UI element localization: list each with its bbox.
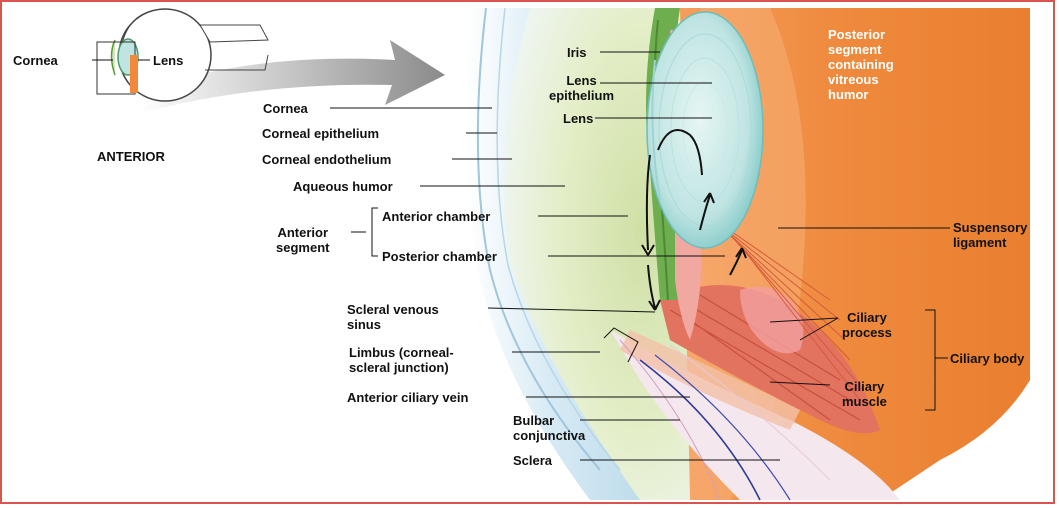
inset-label-anterior: ANTERIOR bbox=[97, 149, 165, 164]
label-aqueous-humor: Aqueous humor bbox=[293, 179, 393, 194]
label-sclera: Sclera bbox=[513, 453, 552, 468]
label-lens: Lens bbox=[563, 111, 593, 126]
label-anterior-ciliary-vein: Anterior ciliary vein bbox=[347, 390, 468, 405]
inset-label-lens: Lens bbox=[153, 53, 183, 68]
label-suspensory-ligament: Suspensory ligament bbox=[953, 220, 1027, 250]
label-cornea: Cornea bbox=[263, 101, 308, 116]
label-posterior-segment: Posterior segment containing vitreous hu… bbox=[828, 27, 894, 102]
label-anterior-chamber: Anterior chamber bbox=[382, 209, 490, 224]
label-iris: Iris bbox=[567, 45, 587, 60]
label-lens-epithelium: Lens epithelium bbox=[549, 73, 614, 103]
label-ciliary-muscle: Ciliary muscle bbox=[842, 379, 887, 409]
label-ciliary-process: Ciliary process bbox=[842, 310, 892, 340]
inset-label-cornea: Cornea bbox=[13, 53, 58, 68]
label-posterior-chamber: Posterior chamber bbox=[382, 249, 497, 264]
label-corneal-endothelium: Corneal endothelium bbox=[262, 152, 391, 167]
label-ciliary-body: Ciliary body bbox=[950, 351, 1024, 366]
label-anterior-segment: Anterior segment bbox=[276, 225, 329, 255]
label-limbus: Limbus (corneal- scleral junction) bbox=[349, 345, 454, 375]
label-corneal-epithelium: Corneal epithelium bbox=[262, 126, 379, 141]
label-bulbar-conjunctiva: Bulbar conjunctiva bbox=[513, 413, 585, 443]
label-scleral-venous-sinus: Scleral venous sinus bbox=[347, 302, 439, 332]
